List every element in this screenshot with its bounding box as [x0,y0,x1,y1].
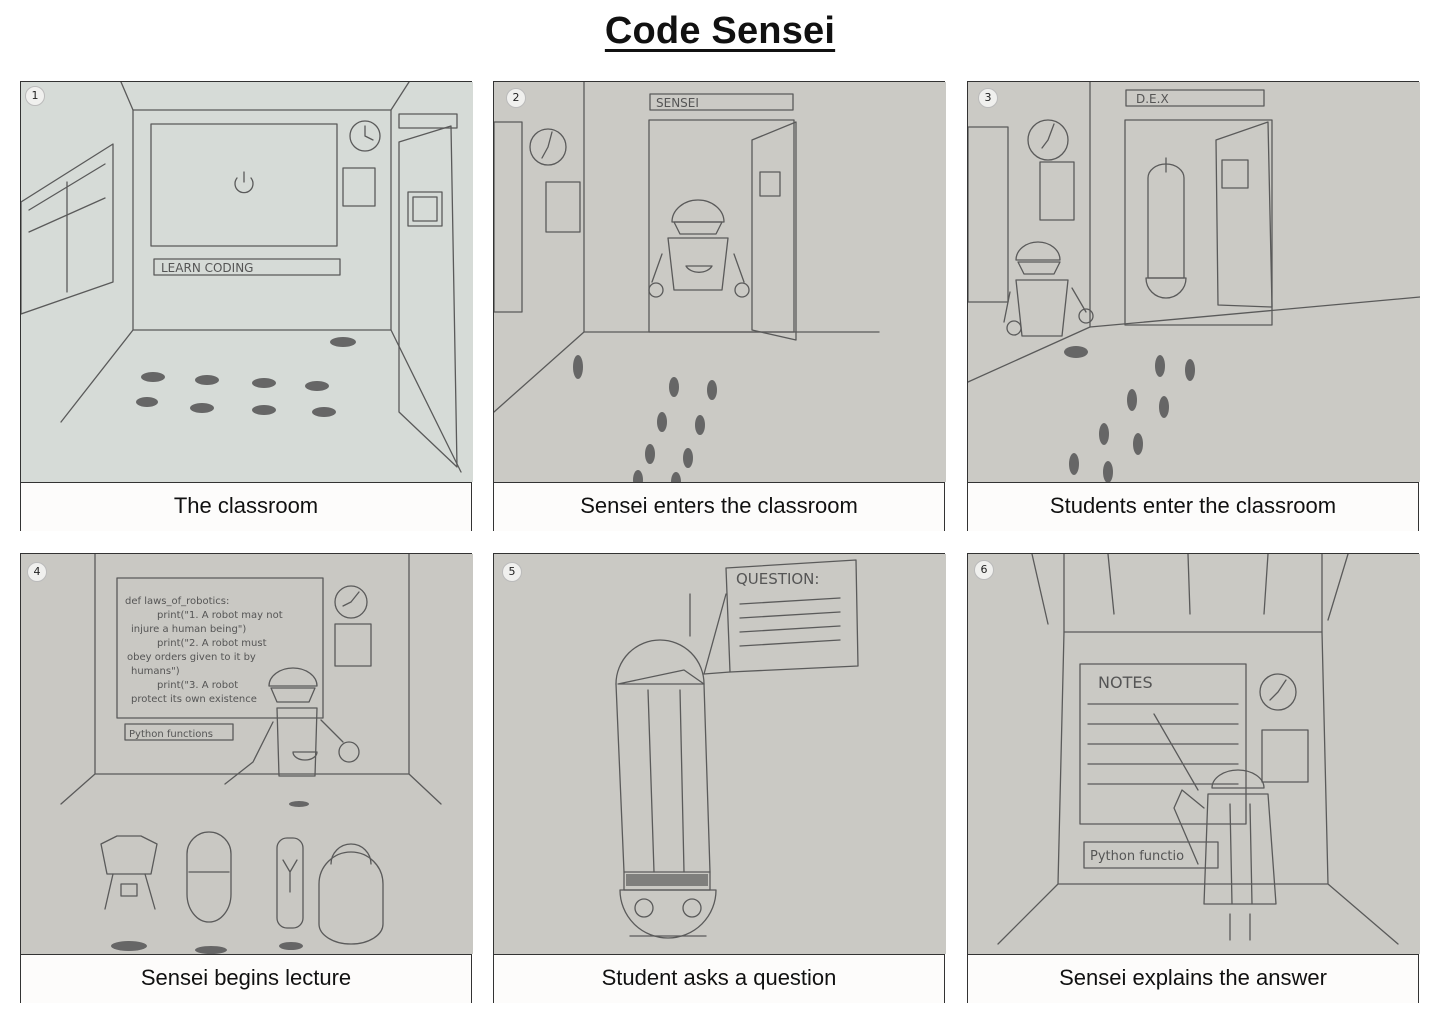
svg-text:print("2. A robot must: print("2. A robot must [157,638,267,649]
svg-text:def laws_of_robotics:: def laws_of_robotics: [125,596,229,607]
panel-number-badge: 5 [502,562,522,582]
svg-text:injure a human being"): injure a human being") [131,624,246,635]
panel-2-sketch: SENSEI [494,82,946,482]
panel-4-board-code: def laws_of_robotics: print("1. A robot … [125,596,283,705]
svg-text:obey orders given to it by: obey orders given to it by [127,652,256,663]
svg-text:humans"): humans") [131,666,180,677]
svg-text:protect its own existence: protect its own existence [131,694,257,705]
panel-number-badge: 1 [25,86,45,106]
svg-text:print("3. A robot: print("3. A robot [157,680,238,691]
panel-1-board-text: LEARN CODING [161,261,253,275]
panel-caption: Student asks a question [494,954,944,1003]
panel-caption: Students enter the classroom [968,482,1418,531]
panel-4-sketch: def laws_of_robotics: print("1. A robot … [21,554,473,954]
storyboard-panel-5: QUESTION: 5 Student asks a question [493,553,946,1003]
panel-1-sketch: LEARN CODING [21,82,473,482]
panel-number-badge: 2 [506,88,526,108]
panel-caption: The classroom [21,482,471,531]
panel-caption: Sensei begins lecture [21,954,471,1003]
page-title: Code Sensei [604,10,836,52]
panel-3-sketch: D.E.X [968,82,1420,482]
storyboard-panel-2: SENSEI 2 Sensei enters the classroom [493,81,946,531]
panel-4-board-label: Python functions [129,729,213,740]
panel-caption: Sensei explains the answer [968,954,1418,1003]
panel-number-badge: 3 [978,88,998,108]
storyboard-panel-6: NOTES Python functio 6 Sensei explains t… [967,553,1420,1003]
storyboard-panel-3: D.E.X 3 Students enter the classroom [967,81,1420,531]
panel-6-board-label: Python functio [1090,849,1184,864]
storyboard-panel-4: def laws_of_robotics: print("1. A robot … [20,553,473,1003]
svg-text:print("1. A robot may not: print("1. A robot may not [157,610,283,621]
panel-6-sketch: NOTES Python functio [968,554,1420,954]
panel-number-badge: 4 [27,562,47,582]
panel-5-board-text: QUESTION: [736,570,819,588]
panel-3-door-sign: D.E.X [1136,92,1169,106]
storyboard-panel-1: LEARN CODING 1 The classroom [20,81,473,531]
panel-number-badge: 6 [974,560,994,580]
panel-caption: Sensei enters the classroom [494,482,944,531]
panel-2-door-sign: SENSEI [656,96,699,110]
panel-6-board-text: NOTES [1098,673,1153,692]
panel-5-sketch: QUESTION: [494,554,946,954]
